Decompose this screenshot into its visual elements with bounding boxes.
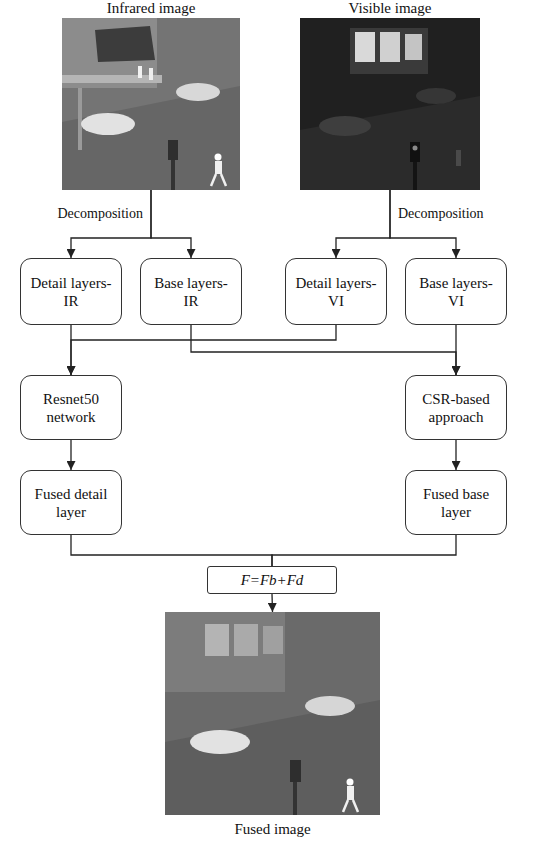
node-label: Fused base layer bbox=[412, 485, 500, 521]
visible-image: Visible image bbox=[300, 18, 480, 190]
infrared-scene-part bbox=[215, 154, 222, 161]
edge-label: Decomposition bbox=[55, 206, 145, 223]
image-caption: Infrared image bbox=[22, 0, 280, 17]
node-label: Detail layers-VI bbox=[292, 274, 380, 310]
node-label: F=Fb+Fd bbox=[241, 571, 304, 589]
fused-scene-part bbox=[165, 612, 285, 692]
edge-label: Decomposition bbox=[396, 206, 486, 223]
node-label: Base layers-VI bbox=[412, 274, 500, 310]
connector bbox=[71, 325, 336, 375]
fused-scene-part bbox=[190, 730, 250, 754]
visible-scene-part bbox=[410, 142, 420, 162]
infrared-scene-part bbox=[168, 140, 178, 160]
layer-box: Fused detail layer bbox=[20, 470, 122, 535]
connector bbox=[71, 190, 151, 258]
layer-box: Fused base layer bbox=[405, 470, 507, 535]
visible-scene-part bbox=[300, 96, 480, 190]
infrared-image: Infrared image bbox=[62, 18, 240, 190]
infrared-scene-part bbox=[221, 174, 226, 186]
connector bbox=[191, 325, 456, 375]
fused-scene-part bbox=[165, 700, 380, 815]
fused-scene-part bbox=[205, 624, 229, 656]
infrared-scene bbox=[62, 18, 240, 190]
visible-scene-part bbox=[416, 88, 456, 104]
connector bbox=[71, 535, 272, 566]
connector bbox=[70, 440, 71, 470]
fused-scene-part bbox=[165, 612, 380, 815]
layer-box: Detail layers-IR bbox=[20, 258, 122, 325]
fused-scene bbox=[165, 612, 380, 815]
infrared-scene-part bbox=[62, 18, 240, 190]
visible-scene-part bbox=[300, 18, 480, 190]
infrared-scene-part bbox=[215, 161, 222, 174]
fused-scene-part bbox=[347, 779, 354, 786]
node-label: Base layers-IR bbox=[147, 274, 235, 310]
node-label: CSR-based approach bbox=[412, 390, 500, 426]
visible-scene-part bbox=[355, 32, 375, 62]
node-label: Resnet50 network bbox=[27, 390, 115, 426]
infrared-scene-part bbox=[149, 68, 153, 80]
connector bbox=[390, 190, 456, 258]
process-box: Resnet50 network bbox=[20, 375, 122, 440]
infrared-scene-part bbox=[81, 113, 135, 135]
infrared-scene-part bbox=[171, 160, 175, 190]
visible-scene-part bbox=[405, 34, 422, 60]
infrared-scene-part bbox=[176, 83, 220, 101]
image-caption: Fused image bbox=[125, 820, 420, 838]
layer-box: Base layers-IR bbox=[140, 258, 242, 325]
infrared-scene-part bbox=[138, 66, 142, 78]
visible-scene-part bbox=[413, 146, 418, 151]
node-label: Detail layers-IR bbox=[27, 274, 115, 310]
fused-scene-part bbox=[305, 696, 355, 716]
visible-scene-part bbox=[456, 150, 461, 166]
infrared-scene-part bbox=[62, 75, 162, 83]
connector bbox=[151, 190, 191, 258]
infrared-scene-part bbox=[62, 86, 240, 190]
layer-box: Base layers-VI bbox=[405, 258, 507, 325]
formula-box: F=Fb+Fd bbox=[207, 566, 337, 594]
visible-scene bbox=[300, 18, 480, 190]
visible-scene-part bbox=[350, 28, 428, 74]
connector bbox=[455, 325, 456, 375]
connector bbox=[455, 440, 456, 470]
visible-scene-part bbox=[380, 32, 400, 62]
fused-scene-part bbox=[343, 800, 348, 812]
infrared-scene-part bbox=[211, 174, 216, 186]
fused-scene-part bbox=[347, 786, 354, 800]
fused-scene-part bbox=[293, 782, 297, 815]
visible-scene-part bbox=[319, 116, 371, 136]
connector bbox=[271, 594, 273, 612]
connector bbox=[272, 535, 456, 566]
connector bbox=[336, 190, 390, 258]
node-label: Fused detail layer bbox=[27, 485, 115, 521]
fused-scene-part bbox=[353, 800, 358, 812]
fused-image: Fused image bbox=[165, 612, 380, 815]
image-caption: Visible image bbox=[260, 0, 520, 17]
infrared-scene-part bbox=[78, 88, 82, 150]
layer-box: Detail layers-VI bbox=[285, 258, 387, 325]
fused-scene-part bbox=[234, 624, 258, 656]
process-box: CSR-based approach bbox=[405, 375, 507, 440]
infrared-scene-part bbox=[95, 26, 155, 62]
visible-scene-part bbox=[413, 162, 417, 190]
fused-scene-part bbox=[290, 760, 301, 782]
fused-scene-part bbox=[263, 626, 283, 654]
